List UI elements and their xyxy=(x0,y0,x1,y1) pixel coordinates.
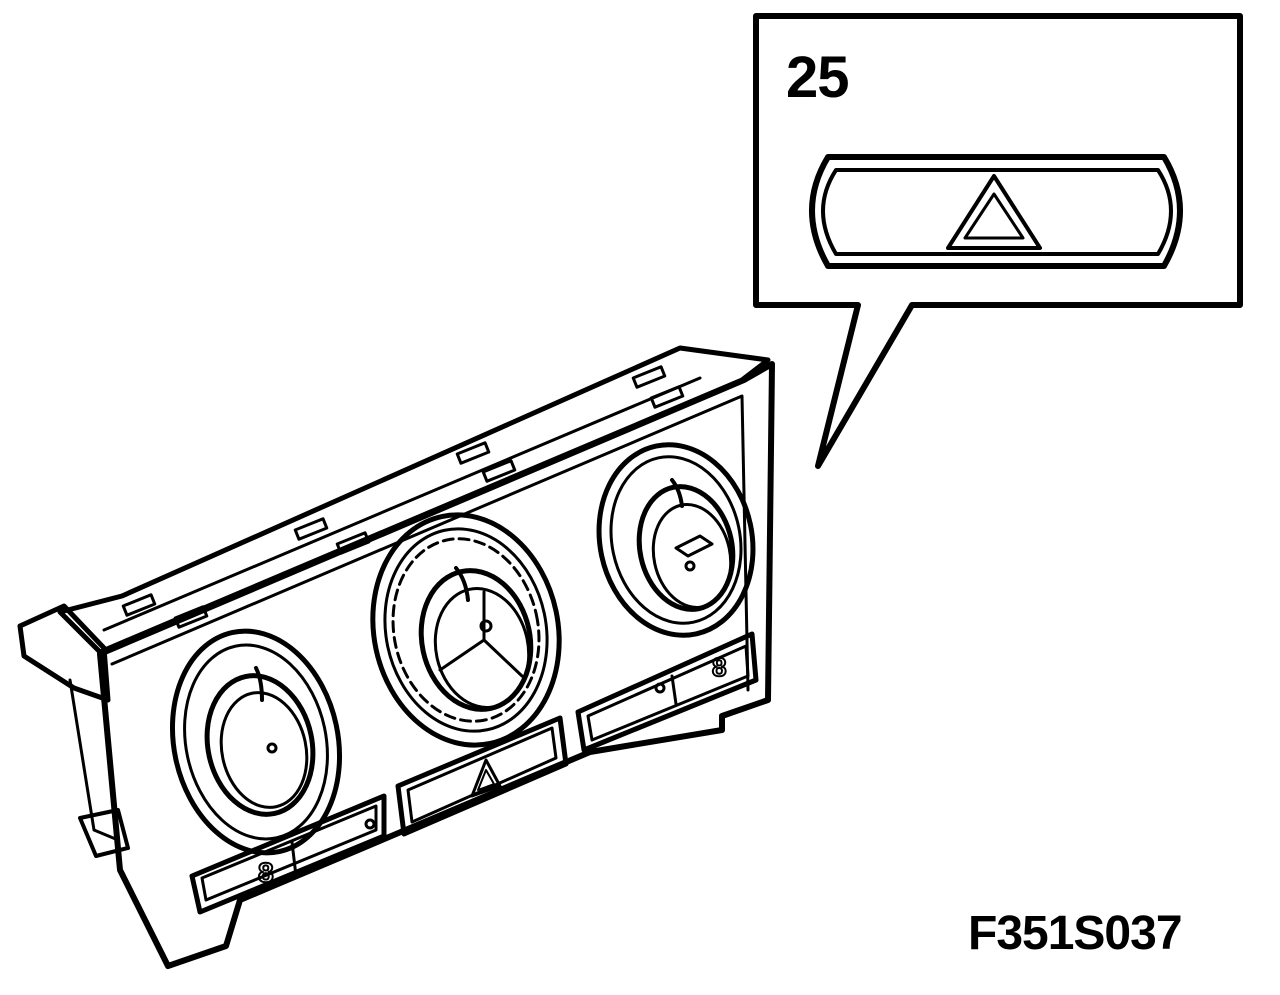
figure-code: F351S037 xyxy=(968,907,1183,960)
hazard-triangle-icon xyxy=(470,758,502,798)
ac-button: 8 xyxy=(575,631,759,753)
climate-control-panel: 8 8 xyxy=(17,345,775,969)
fan-speed-knob xyxy=(169,628,343,856)
callout-hazard-button xyxy=(809,154,1183,269)
air-distribution-knob xyxy=(370,512,562,748)
recirculation-button: 8 xyxy=(189,793,387,915)
hazard-triangle-icon xyxy=(946,174,1042,250)
callout-number: 25 xyxy=(786,45,850,110)
hazard-button xyxy=(395,715,569,837)
recirculation-icon: 8 xyxy=(258,857,274,888)
callout-box xyxy=(753,13,1243,469)
temperature-knob xyxy=(596,442,756,638)
ac-snowflake-icon: 8 xyxy=(712,652,726,682)
top-vent-slots xyxy=(121,365,685,629)
